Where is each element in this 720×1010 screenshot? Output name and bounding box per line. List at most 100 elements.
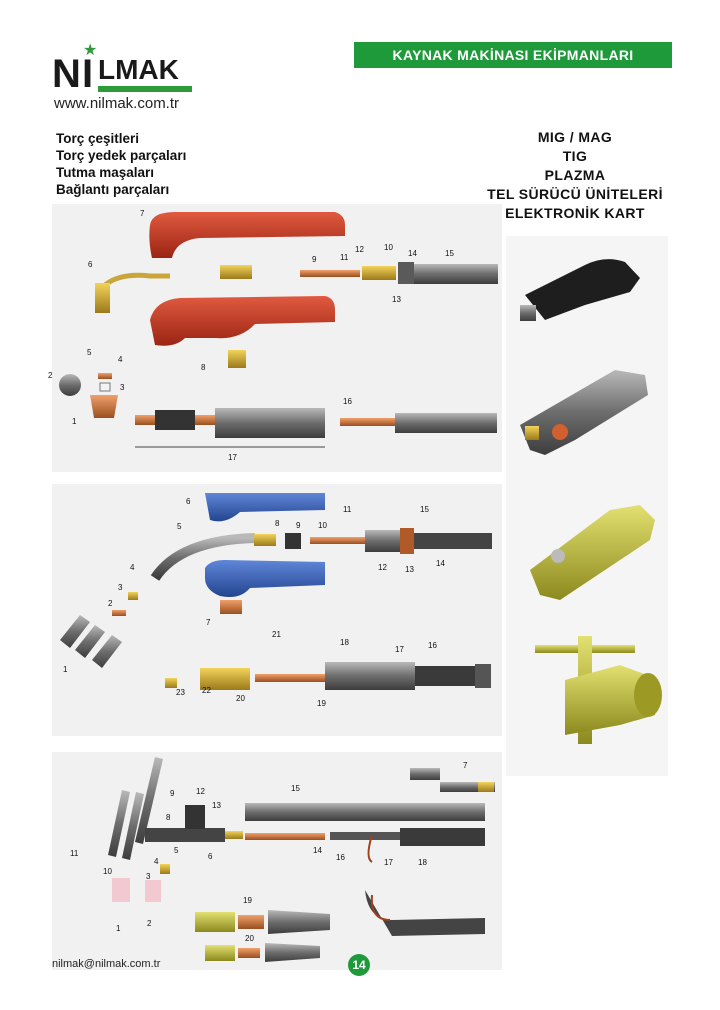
part-label: 6	[208, 852, 213, 861]
list-item: Bağlantı parçaları	[56, 182, 170, 197]
part-label: 19	[317, 699, 326, 708]
red-handle-bottom	[150, 296, 335, 346]
part-label: 4	[154, 857, 159, 866]
torch-body-assembly	[135, 408, 497, 448]
list-item: Tutma maşaları	[56, 165, 155, 180]
list-item: Torç çeşitleri	[56, 131, 140, 146]
part-label: 1	[116, 924, 121, 933]
trigger-part	[220, 265, 252, 279]
part-label: 13	[405, 565, 414, 574]
part-label: 22	[202, 686, 211, 695]
red-handle-top	[149, 212, 345, 258]
part-label: 7	[463, 761, 468, 770]
part-label: 12	[378, 563, 387, 572]
swan-neck-red	[95, 272, 170, 313]
email-link[interactable]: nilmak@nilmak.com.tr	[52, 958, 161, 970]
tig-back-caps	[108, 757, 163, 860]
part-label: 14	[408, 249, 417, 258]
g-clamp	[535, 636, 662, 744]
electrode-holder	[520, 259, 640, 321]
page-number-badge: 14	[348, 954, 370, 976]
part-label: 10	[384, 243, 393, 252]
header-banner: KAYNAK MAKİNASI EKİPMANLARI	[354, 42, 672, 68]
tig-connectors	[195, 890, 485, 962]
part-label: 2	[48, 371, 53, 380]
cable-assembly-top	[300, 262, 498, 284]
part-label: 8	[275, 519, 280, 528]
diagram3-labels: 9 12 13 15 7 8 11 10 5 6 14 16 17 18 4 3…	[70, 761, 468, 943]
star-icon: ★	[83, 42, 98, 59]
blue-handle-bottom	[205, 560, 325, 597]
part-label: 18	[418, 858, 427, 867]
part-label: 23	[176, 688, 185, 697]
trigger-part	[228, 350, 246, 368]
part-label: 13	[392, 295, 401, 304]
part-label: 6	[186, 497, 191, 506]
part-label: 11	[70, 849, 79, 858]
part-label: 16	[343, 397, 352, 406]
part-label: 8	[166, 813, 171, 822]
list-item: TEL SÜRÜCÜ ÜNİTELERİ	[487, 186, 663, 202]
part-label: 1	[72, 417, 77, 426]
part-label: 7	[206, 618, 211, 627]
left-category-list: Torç çeşitleri Torç yedek parçaları Tutm…	[56, 130, 186, 198]
list-item: Torç yedek parçaları	[56, 148, 187, 163]
part-label: 15	[445, 249, 454, 258]
part-label: 10	[318, 521, 327, 530]
list-item: MIG / MAG	[537, 129, 613, 145]
part-label: 9	[296, 521, 301, 530]
tig-gas-valve	[410, 768, 495, 792]
part-label: 11	[340, 253, 349, 262]
part-label: 13	[212, 801, 221, 810]
part-label: 4	[130, 563, 135, 572]
part-label: 9	[312, 255, 317, 264]
blue-handle-top	[205, 493, 325, 522]
part-label: 20	[236, 694, 245, 703]
part-label: 16	[428, 641, 437, 650]
part-label: 17	[395, 645, 404, 654]
part-label: 16	[336, 853, 345, 862]
part-label: 2	[108, 599, 113, 608]
part-label: 5	[177, 522, 182, 531]
part-label: 3	[120, 383, 125, 392]
contact-tips	[60, 592, 138, 668]
part-label: 2	[147, 919, 152, 928]
right-category-list: MIG / MAG TIG PLAZMA TEL SÜRÜCÜ ÜNİTELER…	[470, 128, 680, 223]
part-label: 11	[343, 505, 352, 514]
list-item: ELEKTRONİK KART	[505, 205, 645, 221]
mig-torch-blue-diagram-panel	[52, 484, 502, 736]
diagram2-labels: 6 5 8 9 10 11 15 12 13 14 4 3 2 1 7 21 1…	[63, 497, 445, 708]
tig-torch-head	[145, 805, 243, 842]
part-label: 6	[88, 260, 93, 269]
part-label: 5	[87, 348, 92, 357]
list-item: TIG	[562, 148, 588, 164]
part-label: 10	[103, 867, 112, 876]
part-label: 14	[436, 559, 445, 568]
part-label: 3	[146, 872, 151, 881]
part-label: 7	[140, 209, 145, 218]
part-label: 12	[196, 787, 205, 796]
part-label: 8	[201, 363, 206, 372]
part-label: 18	[340, 638, 349, 647]
rear-assembly	[165, 662, 491, 690]
part-label: 4	[118, 355, 123, 364]
part-label: 21	[272, 630, 281, 639]
earth-clamp-yellow	[530, 505, 655, 600]
nilmak-logo: N I ★ LMAK	[52, 42, 202, 96]
part-label: 19	[243, 896, 252, 905]
part-label: 1	[63, 665, 68, 674]
diagram1-labels: 7 6 9 11 12 10 14 15 13 5 4 3 2 1 8 16 1…	[48, 209, 454, 462]
part-label: 15	[291, 784, 300, 793]
swan-neck-blue	[150, 533, 256, 581]
part-label: 3	[118, 583, 123, 592]
connector-parts	[254, 528, 492, 554]
part-label: 5	[174, 846, 179, 855]
list-item: PLAZMA	[544, 167, 606, 183]
tig-cups	[112, 864, 170, 902]
tig-cable-parts	[245, 803, 485, 863]
part-label: 17	[228, 453, 237, 462]
nozzle-parts	[59, 373, 118, 418]
website-link[interactable]: www.nilmak.com.tr	[54, 95, 180, 112]
part-label: 20	[245, 934, 254, 943]
